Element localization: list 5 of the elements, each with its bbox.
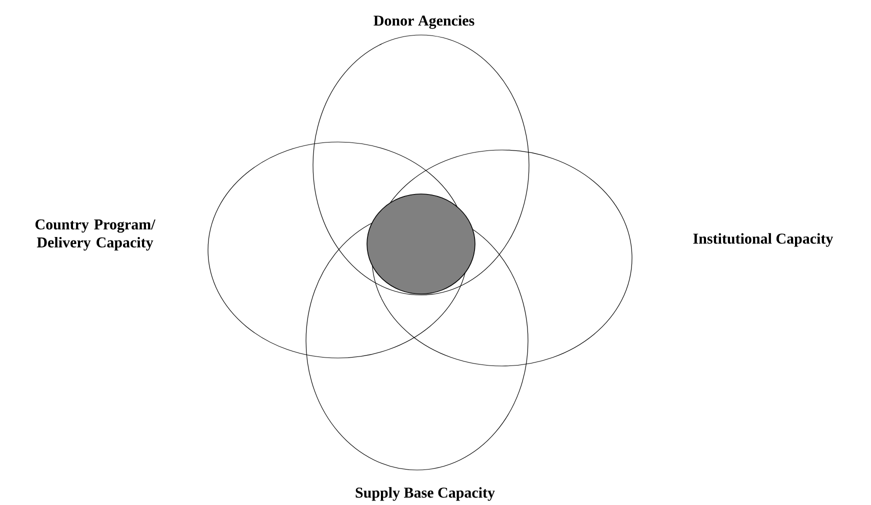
- heading: Donor Agencies: [374, 15, 474, 29]
- heading: Supply Base Capacity: [356, 487, 495, 501]
- heading: Institutional Capacity: [693, 233, 834, 247]
- filled-ellipse: [366, 194, 476, 294]
- heading: Country Program/ Delivery Capacity: [35, 219, 156, 251]
